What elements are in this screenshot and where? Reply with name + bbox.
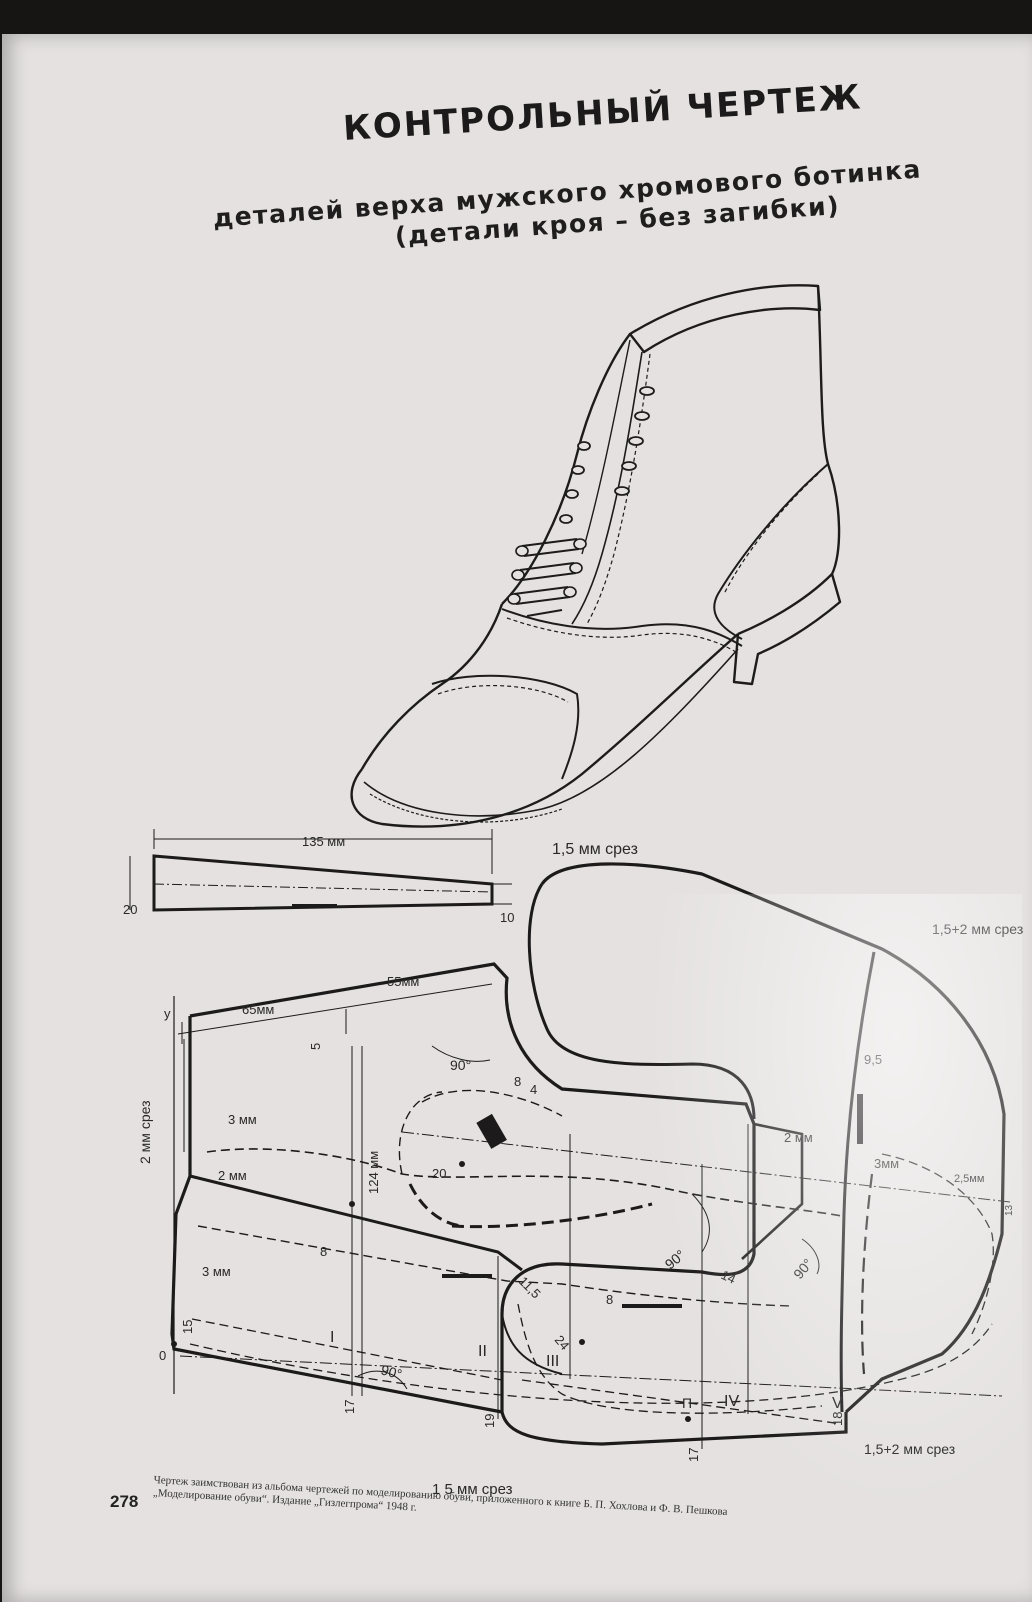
cut-top-label: 1,5 мм срез <box>552 841 638 858</box>
dim-17-a-label: 17 <box>342 1400 357 1414</box>
dim-24-label: 24 <box>552 1332 573 1353</box>
dim-65-label: 65мм <box>242 1002 274 1017</box>
pattern-drawing: 135 мм 20 10 1,5 мм срез 1,5+2 мм срез 1… <box>123 829 1023 1498</box>
cut-right-bottom-label: 1,5+2 мм срез <box>864 1441 955 1457</box>
roman-2-label: II <box>478 1343 487 1360</box>
strip-height-left-label: 20 <box>123 902 137 917</box>
dim-17-b-label: 17 <box>686 1448 701 1462</box>
boot-illustration <box>350 284 842 828</box>
angle-90-a-label: 90° <box>450 1057 471 1073</box>
dim-18-label: 18 <box>830 1412 845 1426</box>
dim-3mm-b-label: 3 мм <box>202 1264 231 1279</box>
dim-2mm-a-label: 2 мм <box>218 1168 247 1183</box>
dim-8-b-label: 8 <box>606 1292 613 1307</box>
dim-15-label: 15 <box>180 1320 195 1334</box>
axis-y-label: y <box>164 1006 171 1021</box>
roman-5-label: V <box>832 1395 843 1412</box>
roman-3-label: III <box>546 1353 559 1370</box>
page-number: 278 <box>110 1492 139 1511</box>
dim-9-5-label: 9,5 <box>864 1052 882 1067</box>
dim-8-c-label: 8 <box>514 1074 521 1089</box>
cut-left-label: 2 мм срез <box>137 1101 153 1165</box>
dim-13-label: 13 <box>1004 1204 1015 1216</box>
cut-right-top-label: 1,5+2 мм срез <box>932 921 1023 937</box>
dim-5-label: 5 <box>308 1043 323 1050</box>
dim-8-a-label: 8 <box>320 1244 327 1259</box>
dim-20-label: 20 <box>432 1166 446 1181</box>
dim-14-label: 14 <box>719 1267 738 1287</box>
dim-3mm-a-label: 3 мм <box>228 1112 257 1127</box>
strip-height-right-label: 10 <box>500 910 514 925</box>
dim-55-label: 55мм <box>387 974 419 989</box>
dim-3mm-c-label: 3мм <box>874 1156 899 1171</box>
point-p-label: П <box>682 1395 692 1411</box>
angle-90-d-label: 90° <box>790 1255 816 1282</box>
cut-bottom-label: 1 5 мм срез <box>432 1481 513 1498</box>
roman-1-label: I <box>330 1329 334 1346</box>
dim-11-5-label: 11,5 <box>516 1274 544 1302</box>
roman-4-label: IV <box>724 1393 739 1410</box>
dim-2mm-b-label: 2 мм <box>784 1130 813 1145</box>
strip-length-label: 135 мм <box>302 834 345 849</box>
origin-label: 0 <box>159 1348 166 1363</box>
dim-2-5mm-label: 2,5мм <box>954 1173 984 1185</box>
book-page: КОНТРОЛЬНЫЙ ЧЕРТЕЖ деталей верха мужског… <box>2 34 1032 1602</box>
angle-90-b-label: 90° <box>379 1361 404 1382</box>
dim-124-label: 124 мм <box>366 1151 381 1194</box>
dim-19-label: 19 <box>482 1414 497 1428</box>
dim-4-label: 4 <box>530 1082 537 1097</box>
